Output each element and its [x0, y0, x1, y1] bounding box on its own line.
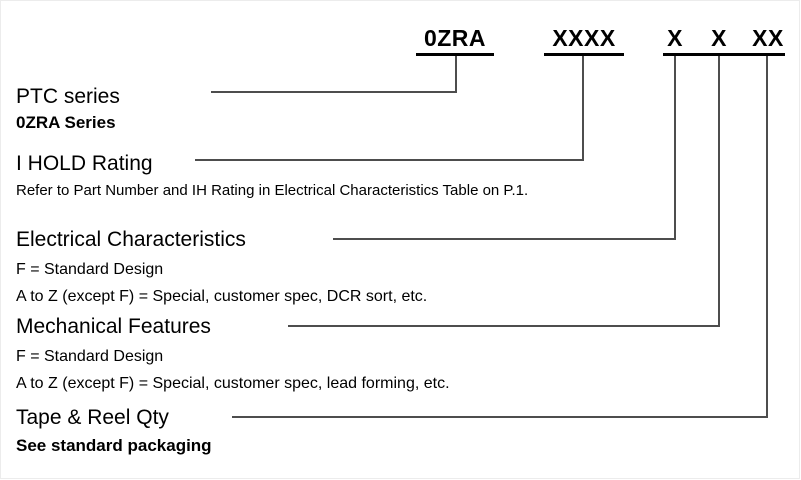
leader-line-ihold	[195, 159, 584, 161]
part-segment-electrical: X	[667, 25, 683, 51]
leader-line-electrical	[333, 238, 676, 240]
part-segment-tape-reel: XX	[752, 25, 784, 51]
part-segment-ihold-rule	[544, 53, 624, 56]
entry-heading-series: PTC series	[16, 85, 120, 108]
entry-detail-ihold-0: Refer to Part Number and IH Rating in El…	[16, 182, 529, 199]
entry-detail-electrical-1: A to Z (except F) = Special, customer sp…	[16, 288, 428, 305]
entry-detail-mechanical-1: A to Z (except F) = Special, customer sp…	[16, 375, 450, 392]
leader-line-tape-reel	[232, 416, 768, 418]
entry-heading-ihold: I HOLD Rating	[16, 152, 153, 175]
entry-heading-tape-reel: Tape & Reel Qty	[16, 406, 169, 429]
leader-drop-ihold	[582, 56, 584, 161]
part-segment-series-rule	[416, 53, 494, 56]
leader-drop-tape-reel	[766, 56, 768, 418]
leader-line-series	[211, 91, 457, 93]
part-segment-series: 0ZRA	[423, 25, 487, 51]
leader-drop-series	[455, 56, 457, 93]
part-segment-mechanical: X	[711, 25, 727, 51]
entry-detail-mechanical-0: F = Standard Design	[16, 348, 164, 365]
entry-heading-electrical: Electrical Characteristics	[16, 228, 246, 251]
part-segment-ihold: XXXX	[552, 25, 616, 51]
leader-line-mechanical	[288, 325, 720, 327]
entry-subheading-tape-reel: See standard packaging	[16, 436, 212, 455]
leader-drop-electrical	[674, 56, 676, 240]
entry-heading-mechanical: Mechanical Features	[16, 315, 211, 338]
entry-subheading-series: 0ZRA Series	[16, 113, 116, 132]
entry-detail-electrical-0: F = Standard Design	[16, 261, 164, 278]
part-segment-group-rule	[663, 53, 785, 56]
leader-drop-mechanical	[718, 56, 720, 327]
